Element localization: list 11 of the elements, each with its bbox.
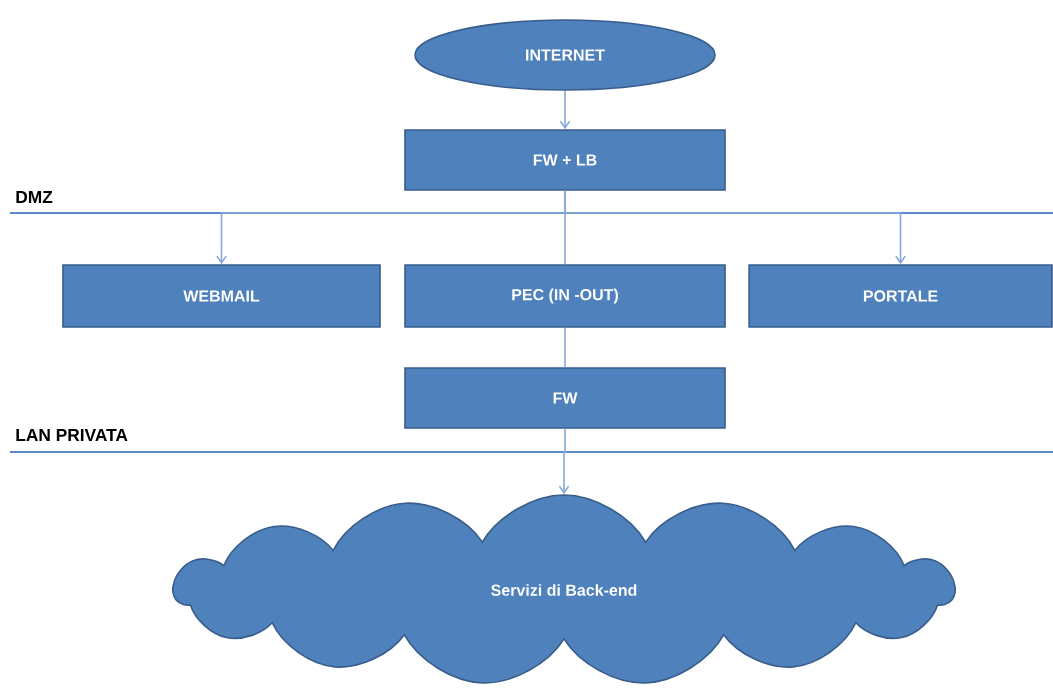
firewall-box: FW <box>404 367 726 429</box>
firewall-box: FW + LB <box>404 129 726 191</box>
arrow <box>564 190 906 265</box>
server-box: PORTALE <box>748 264 1053 328</box>
zone-label: LAN PRIVATA <box>16 429 128 441</box>
server-box: PEC (IN -OUT) <box>404 264 726 328</box>
zone-label: DMZ <box>16 191 53 203</box>
backend-cloud: Servizi di Back-end <box>171 494 957 684</box>
server-box: WEBMAIL <box>62 264 381 328</box>
arrow <box>559 90 571 130</box>
arrow <box>558 428 570 495</box>
